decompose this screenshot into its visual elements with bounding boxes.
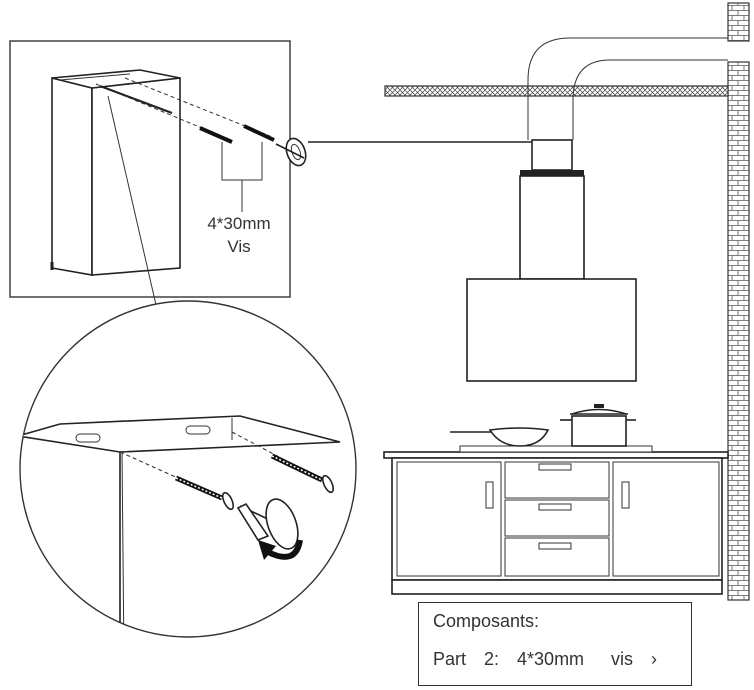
brick-wall <box>727 2 750 601</box>
callout-circle <box>19 300 357 638</box>
cooking-pot-icon <box>560 404 636 447</box>
detail-screws <box>95 77 275 144</box>
chimney-box <box>50 69 181 276</box>
components-item: Part 2: 4*30mm vis › <box>433 649 658 669</box>
components-title: Composants: <box>433 611 540 631</box>
screw-size: 4*30mm <box>207 214 271 233</box>
screw-icon <box>175 453 335 511</box>
components-box: Composants: Part 2: 4*30mm vis › <box>418 602 692 686</box>
cooker-hood <box>466 139 637 382</box>
wok-pan-icon <box>450 427 550 447</box>
screw-label: 4*30mm Vis <box>196 212 282 258</box>
exhaust-duct <box>527 37 728 140</box>
screw-word: Vis <box>227 237 251 256</box>
ceiling-slab <box>384 85 729 97</box>
callout-detail <box>20 415 341 637</box>
screwdriver-icon <box>275 137 307 167</box>
screwdriver-icon <box>236 498 299 550</box>
kitchen-cabinets <box>383 445 729 595</box>
rotation-arrow-icon <box>258 539 303 560</box>
